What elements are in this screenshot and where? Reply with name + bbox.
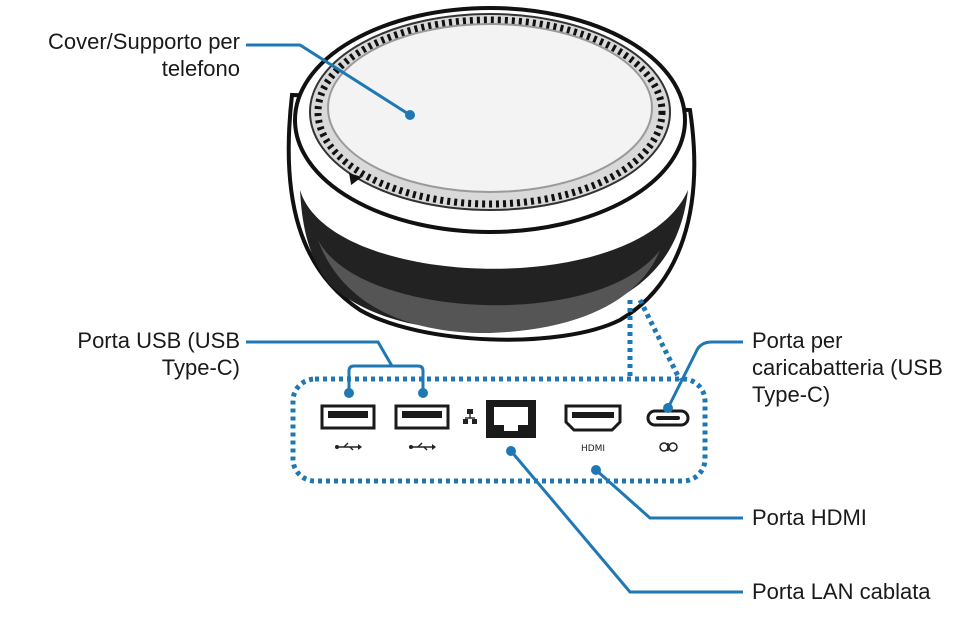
lan-port[interactable] <box>463 400 536 438</box>
callout-dot-hdmi <box>591 465 601 475</box>
label-charger-line2: caricabatteria (USB <box>752 355 943 380</box>
network-symbol-icon <box>463 409 477 424</box>
callout-line-hdmi <box>595 468 743 520</box>
label-lan-text: Porta LAN cablata <box>752 579 931 604</box>
port-panel-link-right <box>637 298 683 382</box>
label-charger-line1: Porta per <box>752 328 843 353</box>
label-usb-line2: Type-C) <box>161 355 240 380</box>
callout-line-cover <box>246 43 411 117</box>
label-charger: Porta per caricabatteria (USB Type-C) <box>752 327 967 408</box>
label-cover: Cover/Supporto per telefono <box>10 28 240 82</box>
callout-line-lan <box>509 450 743 594</box>
dock-grip-teeth <box>314 16 666 208</box>
power-symbol-icon <box>659 442 678 452</box>
callout-line-charger <box>666 340 743 409</box>
callout-dot-charger <box>663 403 673 413</box>
callout-dot-lan <box>506 446 516 456</box>
label-usb: Porta USB (USB Type-C) <box>40 327 240 381</box>
triangle-pointer-icon <box>349 173 362 185</box>
hdmi-mark: HDMI <box>581 444 605 454</box>
dock-bowl-shade <box>318 240 660 334</box>
callout-dot-usb-2 <box>418 388 428 398</box>
label-charger-line3: Type-C) <box>752 382 831 407</box>
label-hdmi-text: Porta HDMI <box>752 505 867 530</box>
usb-symbol-icon <box>335 442 362 451</box>
callout-line-usb <box>246 340 394 367</box>
dock-body <box>286 6 697 342</box>
label-lan: Porta LAN cablata <box>752 578 967 605</box>
port-panel-outline <box>290 376 708 484</box>
label-cover-line1: Cover/Supporto per <box>48 29 240 54</box>
usb-port-2[interactable] <box>394 404 450 451</box>
phone-cover-lid[interactable] <box>327 23 653 193</box>
callout-lines <box>246 43 743 594</box>
usb-port-1[interactable] <box>320 404 376 451</box>
usb-symbol-icon <box>409 442 436 451</box>
label-usb-line1: Porta USB (USB <box>77 328 240 353</box>
charger-port[interactable] <box>646 409 690 452</box>
callout-dot-usb-1 <box>344 388 354 398</box>
callout-bracket-usb <box>347 364 425 392</box>
callout-dot-cover <box>405 110 415 120</box>
port-panel: HDMI <box>290 298 708 484</box>
hdmi-port[interactable]: HDMI <box>564 404 622 454</box>
label-hdmi: Porta HDMI <box>752 504 962 531</box>
label-cover-line2: telefono <box>161 56 240 81</box>
